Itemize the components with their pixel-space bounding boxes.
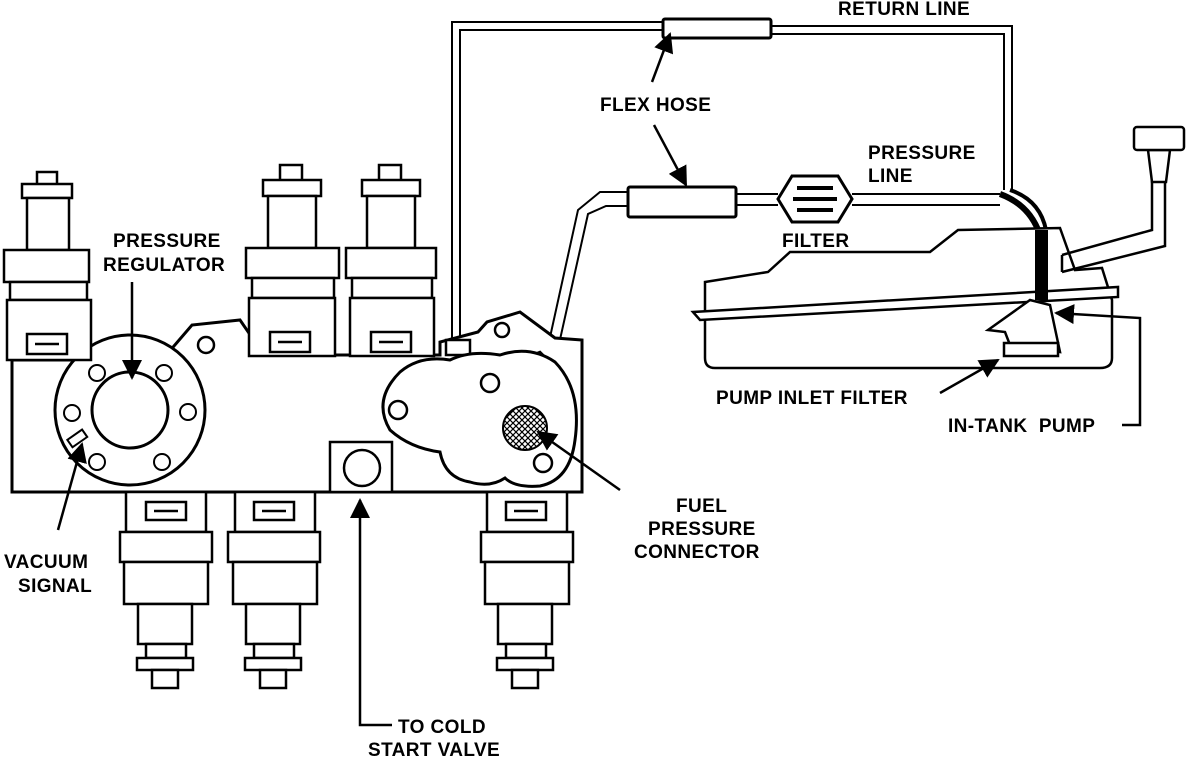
- label-pressure-regulator-1: PRESSURE: [113, 231, 221, 252]
- label-return-line: RETURN LINE: [838, 0, 970, 20]
- injector-top-1: [2, 170, 93, 362]
- in-tank-pump: [984, 230, 1062, 358]
- label-in-tank-pump: IN-TANK PUMP: [948, 416, 1095, 437]
- injector-top-2: [244, 163, 341, 358]
- label-vacuum-signal-2: SIGNAL: [18, 576, 92, 597]
- label-pressure-line-2: LINE: [868, 166, 913, 187]
- flex-hose-return: [661, 17, 773, 40]
- label-filter: FILTER: [782, 231, 849, 252]
- flex-hose-pressure: [626, 185, 738, 219]
- label-pump-inlet-filter: PUMP INLET FILTER: [716, 388, 908, 409]
- label-fuel-pressure-connector-2: PRESSURE: [648, 519, 756, 540]
- label-vacuum-signal-1: VACUUM: [4, 552, 88, 573]
- injector-bottom-3: [479, 490, 575, 690]
- label-fuel-pressure-connector-3: CONNECTOR: [634, 542, 760, 563]
- label-cold-start-valve-1: TO COLD: [398, 717, 486, 738]
- label-flex-hose: FLEX HOSE: [600, 95, 711, 116]
- fuel-pressure-connector: [381, 349, 578, 488]
- leader-lines: [56, 32, 1142, 727]
- injector-bottom-2: [226, 490, 322, 690]
- label-pressure-line-1: PRESSURE: [868, 143, 976, 164]
- label-fuel-pressure-connector-1: FUEL: [676, 496, 727, 517]
- fuel-filter: [776, 174, 854, 224]
- label-pressure-regulator-2: REGULATOR: [103, 255, 225, 276]
- label-cold-start-valve-2: START VALVE: [368, 740, 500, 761]
- injector-bottom-1: [118, 490, 214, 690]
- fuel-lines: [451, 21, 1048, 363]
- injector-top-3: [344, 163, 438, 358]
